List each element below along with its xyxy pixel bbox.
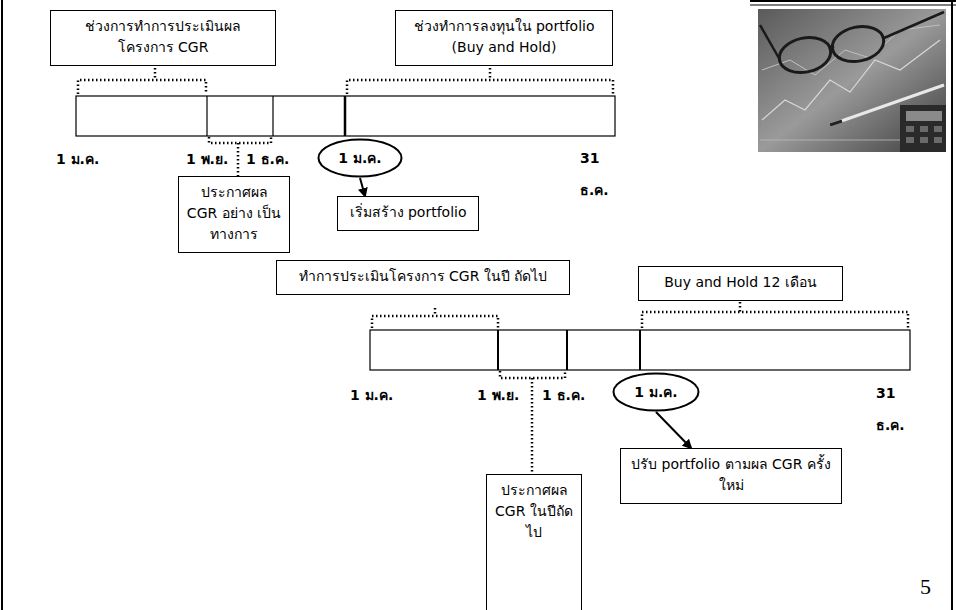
- node-text: 1 ม.ค.: [634, 381, 677, 403]
- frame-line: [750, 0, 956, 2]
- node-text: ทำการประเมินโครงการ CGR ในปี ถัดไป: [284, 266, 562, 287]
- frame-line: [1, 0, 3, 610]
- period-box: ช่วงทำการลงทุนใน portfolio (Buy and Hold…: [395, 10, 613, 66]
- connector-arrow: [360, 178, 365, 196]
- photo-illustration: [758, 9, 946, 152]
- date-oval: 1 ม.ค.: [612, 372, 700, 412]
- node-text: เริ่มสร้าง portfolio: [345, 202, 471, 223]
- page-number: 5: [920, 574, 931, 600]
- node-text: Buy and Hold 12 เดือน: [646, 272, 835, 293]
- date-oval: 1 ม.ค.: [317, 138, 403, 178]
- timeline-bar: [370, 330, 910, 370]
- date-label: 31 ธ.ค.: [580, 142, 614, 206]
- note-box: ปรับ portfolio ตามผล CGR ครั้ง ใหม่: [620, 448, 842, 504]
- period-box: ทำการประเมินโครงการ CGR ในปี ถัดไป: [276, 260, 570, 295]
- node-text: ประกาศผล CGR ในปีถัดไป: [494, 480, 574, 543]
- frame-line: [750, 5, 956, 6]
- date-label: 1 ธ.ค.: [246, 148, 289, 170]
- connector-arrow: [656, 412, 691, 448]
- date-label: 1 ม.ค.: [350, 384, 393, 406]
- node-text: ปรับ portfolio ตามผล CGR ครั้ง ใหม่: [628, 454, 834, 496]
- date-label: 31 ธ.ค.: [876, 377, 910, 441]
- date-label: 1 พ.ย.: [477, 384, 519, 406]
- node-text: ช่วงทำการลงทุนใน portfolio (Buy and Hold…: [403, 16, 605, 58]
- note-box: ประกาศผล CGR ในปีถัดไป: [486, 474, 582, 610]
- node-text: ประกาศผล CGR อย่าง เป็นทางการ: [186, 182, 282, 245]
- frame-line: [951, 0, 953, 610]
- date-label: 1 ม.ค.: [56, 148, 99, 170]
- timeline-bar: [76, 96, 615, 136]
- note-box: เริ่มสร้าง portfolio: [337, 196, 479, 231]
- period-box: Buy and Hold 12 เดือน: [638, 266, 843, 301]
- date-label: 1 ธ.ค.: [542, 384, 585, 406]
- dotted-bracket: [78, 64, 613, 176]
- period-box: ช่วงการทำการประเมินผล โครงการ CGR: [50, 10, 276, 66]
- date-label: 1 พ.ย.: [186, 148, 228, 170]
- node-text: ช่วงการทำการประเมินผล โครงการ CGR: [58, 16, 268, 58]
- node-text: 1 ม.ค.: [338, 147, 381, 169]
- note-box: ประกาศผล CGR อย่าง เป็นทางการ: [178, 176, 290, 253]
